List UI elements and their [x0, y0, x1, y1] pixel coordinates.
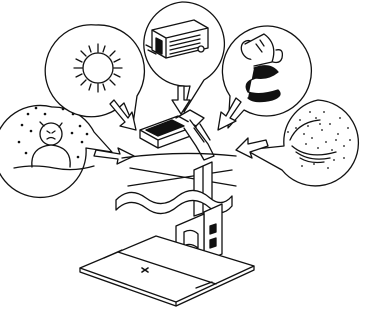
arrow-from-sun — [110, 100, 136, 130]
arrow-from-cold — [94, 148, 134, 164]
arrow-from-spill — [218, 98, 241, 130]
arrow-from-dust — [236, 138, 268, 158]
callout-heater — [144, 2, 225, 112]
callout-dust-bubble — [246, 100, 358, 186]
arrows — [94, 86, 268, 164]
spilled-cup-icon — [238, 34, 283, 102]
break-line — [116, 190, 232, 213]
dust-icon — [287, 111, 351, 169]
callout-dust — [246, 100, 358, 186]
document-camera — [80, 110, 254, 306]
callout-cold — [0, 105, 112, 197]
camera-arm-upper — [184, 120, 214, 160]
camera-head — [140, 110, 204, 148]
snowman-icon — [14, 106, 94, 170]
light-lines — [122, 153, 236, 186]
arrow-from-heater — [172, 86, 190, 114]
callout-spill — [222, 26, 311, 128]
sun-icon — [74, 44, 122, 92]
callout-sun — [45, 25, 144, 124]
heater-icon — [146, 20, 208, 58]
base-plate — [80, 236, 254, 306]
